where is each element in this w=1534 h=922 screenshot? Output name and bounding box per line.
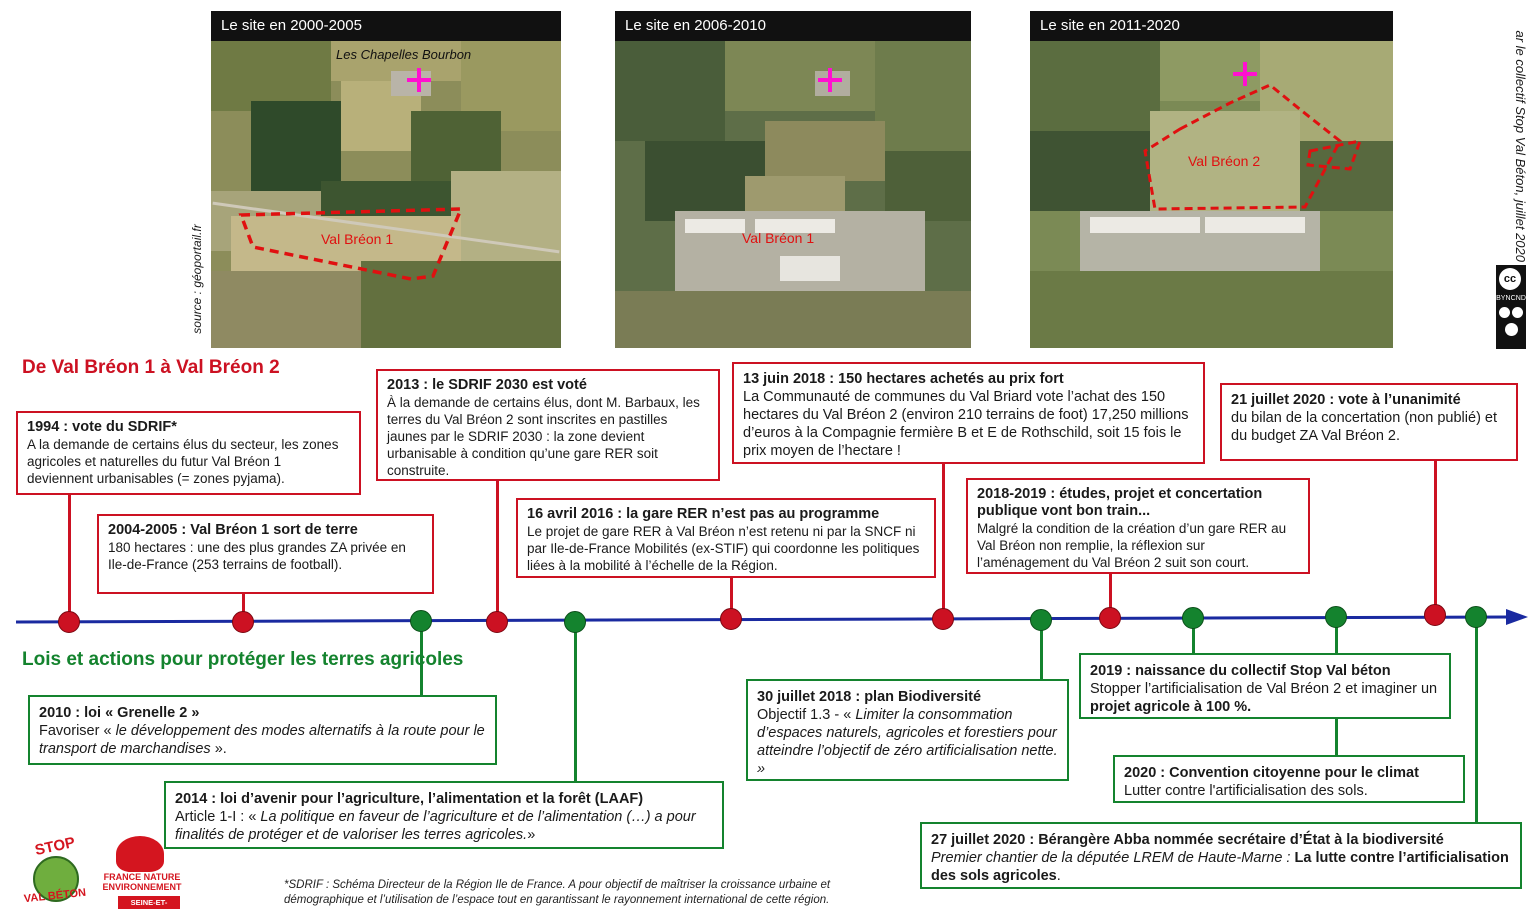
event-body: Malgré la condition de la création d’un … <box>977 521 1287 570</box>
event-title: 2004-2005 : Val Bréon 1 sort de terre <box>108 522 358 538</box>
timeline-dot-2020[interactable] <box>1424 604 1446 626</box>
event-box-2010: 2010 : loi « Grenelle 2 » Favoriser « le… <box>28 695 497 765</box>
aerial-photo: Val Bréon 1 <box>615 41 971 348</box>
event-box-2019-collectif: 2019 : naissance du collectif Stop Val b… <box>1079 653 1451 719</box>
event-body: A la demande de certains élus du secteur… <box>27 437 339 486</box>
cc-license-badge: cc BY NC ND <box>1496 265 1526 349</box>
stem <box>1434 460 1437 615</box>
zone-label: Val Bréon 1 <box>321 231 394 247</box>
by-icon <box>1499 307 1510 318</box>
event-title: 27 juillet 2020 : Bérangère Abba nommée … <box>931 832 1444 848</box>
val-breon-2-outline <box>1143 83 1363 211</box>
event-box-2014: 2014 : loi d’avenir pour l’agriculture, … <box>164 781 724 849</box>
stem <box>942 463 945 619</box>
event-body: Objectif 1.3 - « Limiter la consommation… <box>757 707 1058 777</box>
stem <box>242 593 245 622</box>
event-box-2018: 13 juin 2018 : 150 hectares achetés au p… <box>732 362 1205 464</box>
stem <box>420 622 423 696</box>
hedgehog-icon <box>116 836 164 872</box>
stem <box>730 577 733 619</box>
sdrif-footnote: *SDRIF : Schéma Directeur de la Région I… <box>284 879 831 906</box>
event-box-2013: 2013 : le SDRIF 2030 est voté À la deman… <box>376 369 720 481</box>
globe-icon <box>33 856 79 902</box>
event-body: Article 1-I : « La politique en faveur d… <box>175 809 696 843</box>
village-label: Les Chapelles Bourbon <box>336 47 472 62</box>
license-nc: NC <box>1505 295 1516 302</box>
zone-label: Val Bréon 1 <box>742 230 815 246</box>
stem <box>1040 620 1043 680</box>
stem <box>1192 618 1195 654</box>
nd-icon <box>1505 323 1518 336</box>
event-title: 2019 : naissance du collectif Stop Val b… <box>1090 663 1391 679</box>
event-body: 180 hectares : une des plus grandes ZA p… <box>108 540 406 572</box>
event-title: 21 juillet 2020 : vote à l’unanimité <box>1231 392 1461 408</box>
license-nd: ND <box>1515 295 1526 302</box>
event-title: 2020 : Convention citoyenne pour le clim… <box>1124 765 1419 781</box>
event-title: 16 avril 2016 : la gare RER n’est pas au… <box>527 506 880 522</box>
event-title: 2018-2019 : études, projet et concertati… <box>977 486 1263 519</box>
event-body: La Communauté de communes du Val Briard … <box>743 389 1189 459</box>
timeline-dot-2016[interactable] <box>720 608 742 630</box>
event-title: 13 juin 2018 : 150 hectares achetés au p… <box>743 371 1064 387</box>
timeline-dot-1994[interactable] <box>58 611 80 633</box>
event-title: 2010 : loi « Grenelle 2 » <box>39 705 200 721</box>
zone-label: Val Bréon 2 <box>1188 153 1261 169</box>
event-title: 2013 : le SDRIF 2030 est voté <box>387 377 587 393</box>
event-box-2018-biodiv: 30 juillet 2018 : plan Biodiversité Obje… <box>746 679 1069 781</box>
timeline-dot-2019-collectif[interactable] <box>1182 607 1204 629</box>
event-box-2004: 2004-2005 : Val Bréon 1 sort de terre 18… <box>97 514 434 594</box>
aerial-photo: Les Chapelles Bourbon Val Bréon 1 <box>211 41 561 348</box>
timeline-dot-2014[interactable] <box>564 611 586 633</box>
license-by: BY <box>1496 295 1506 302</box>
axis-arrow-icon <box>1506 609 1528 625</box>
event-box-2020-convention: 2020 : Convention citoyenne pour le clim… <box>1113 755 1465 803</box>
timeline-dot-2020-convention[interactable] <box>1325 606 1347 628</box>
stem <box>496 480 499 622</box>
timeline-dot-2004[interactable] <box>232 611 254 633</box>
timeline-dot-2013[interactable] <box>486 611 508 633</box>
event-body: Favoriser « le développement des modes a… <box>39 723 485 757</box>
event-box-1994: 1994 : vote du SDRIF* A la demande de ce… <box>16 411 361 495</box>
event-title: 1994 : vote du SDRIF* <box>27 419 177 435</box>
timeline-dot-2019[interactable] <box>1099 607 1121 629</box>
fne-logo: FRANCE NATURE ENVIRONNEMENT SEINE-ET-MAR… <box>96 836 188 920</box>
stem <box>1475 617 1478 823</box>
stem <box>1109 573 1112 618</box>
event-box-2020: 21 juillet 2020 : vote à l’unanimité du … <box>1220 383 1518 461</box>
village-pin-icon <box>1233 62 1257 86</box>
event-title: 2014 : loi d’avenir pour l’agriculture, … <box>175 791 644 807</box>
nc-icon <box>1512 307 1523 318</box>
event-box-2020-abba: 27 juillet 2020 : Bérangère Abba nommée … <box>920 822 1522 889</box>
timeline-dot-2020-abba[interactable] <box>1465 606 1487 628</box>
section-title-red: De Val Bréon 1 à Val Bréon 2 <box>22 357 280 378</box>
event-body: Stopper l’artificialisation de Val Bréon… <box>1090 681 1438 715</box>
photo-header: Le site en 2000-2005 <box>211 11 561 41</box>
event-body: Lutter contre l'artificialisation des so… <box>1124 783 1368 799</box>
stem <box>68 494 71 622</box>
photo-header: Le site en 2011-2020 <box>1030 11 1393 41</box>
cc-icon: cc <box>1499 268 1521 290</box>
timeline-dot-2018-biodiv[interactable] <box>1030 609 1052 631</box>
stop-val-beton-logo: STOP VAL BÉTON <box>23 833 87 906</box>
event-title: 30 juillet 2018 : plan Biodiversité <box>757 689 982 705</box>
event-body: Le projet de gare RER à Val Bréon n’est … <box>527 524 920 573</box>
event-body: du bilan de la concertation (non publié)… <box>1231 410 1498 444</box>
event-box-2019: 2018-2019 : études, projet et concertati… <box>966 478 1310 574</box>
timeline-dot-2010[interactable] <box>410 610 432 632</box>
aerial-photo: Val Bréon 2 <box>1030 41 1393 348</box>
photo-header: Le site en 2006-2010 <box>615 11 971 41</box>
timeline-dot-2018[interactable] <box>932 608 954 630</box>
village-pin-icon <box>818 68 842 92</box>
event-body: À la demande de certains élus, dont M. B… <box>387 395 700 478</box>
section-title-green: Lois et actions pour protéger les terres… <box>22 649 464 670</box>
village-pin-icon <box>407 68 431 92</box>
event-box-2016: 16 avril 2016 : la gare RER n’est pas au… <box>516 498 936 578</box>
stem <box>574 622 577 782</box>
val-breon-1-outline <box>238 207 464 281</box>
event-body: Premier chantier de la députée LREM de H… <box>931 850 1509 884</box>
